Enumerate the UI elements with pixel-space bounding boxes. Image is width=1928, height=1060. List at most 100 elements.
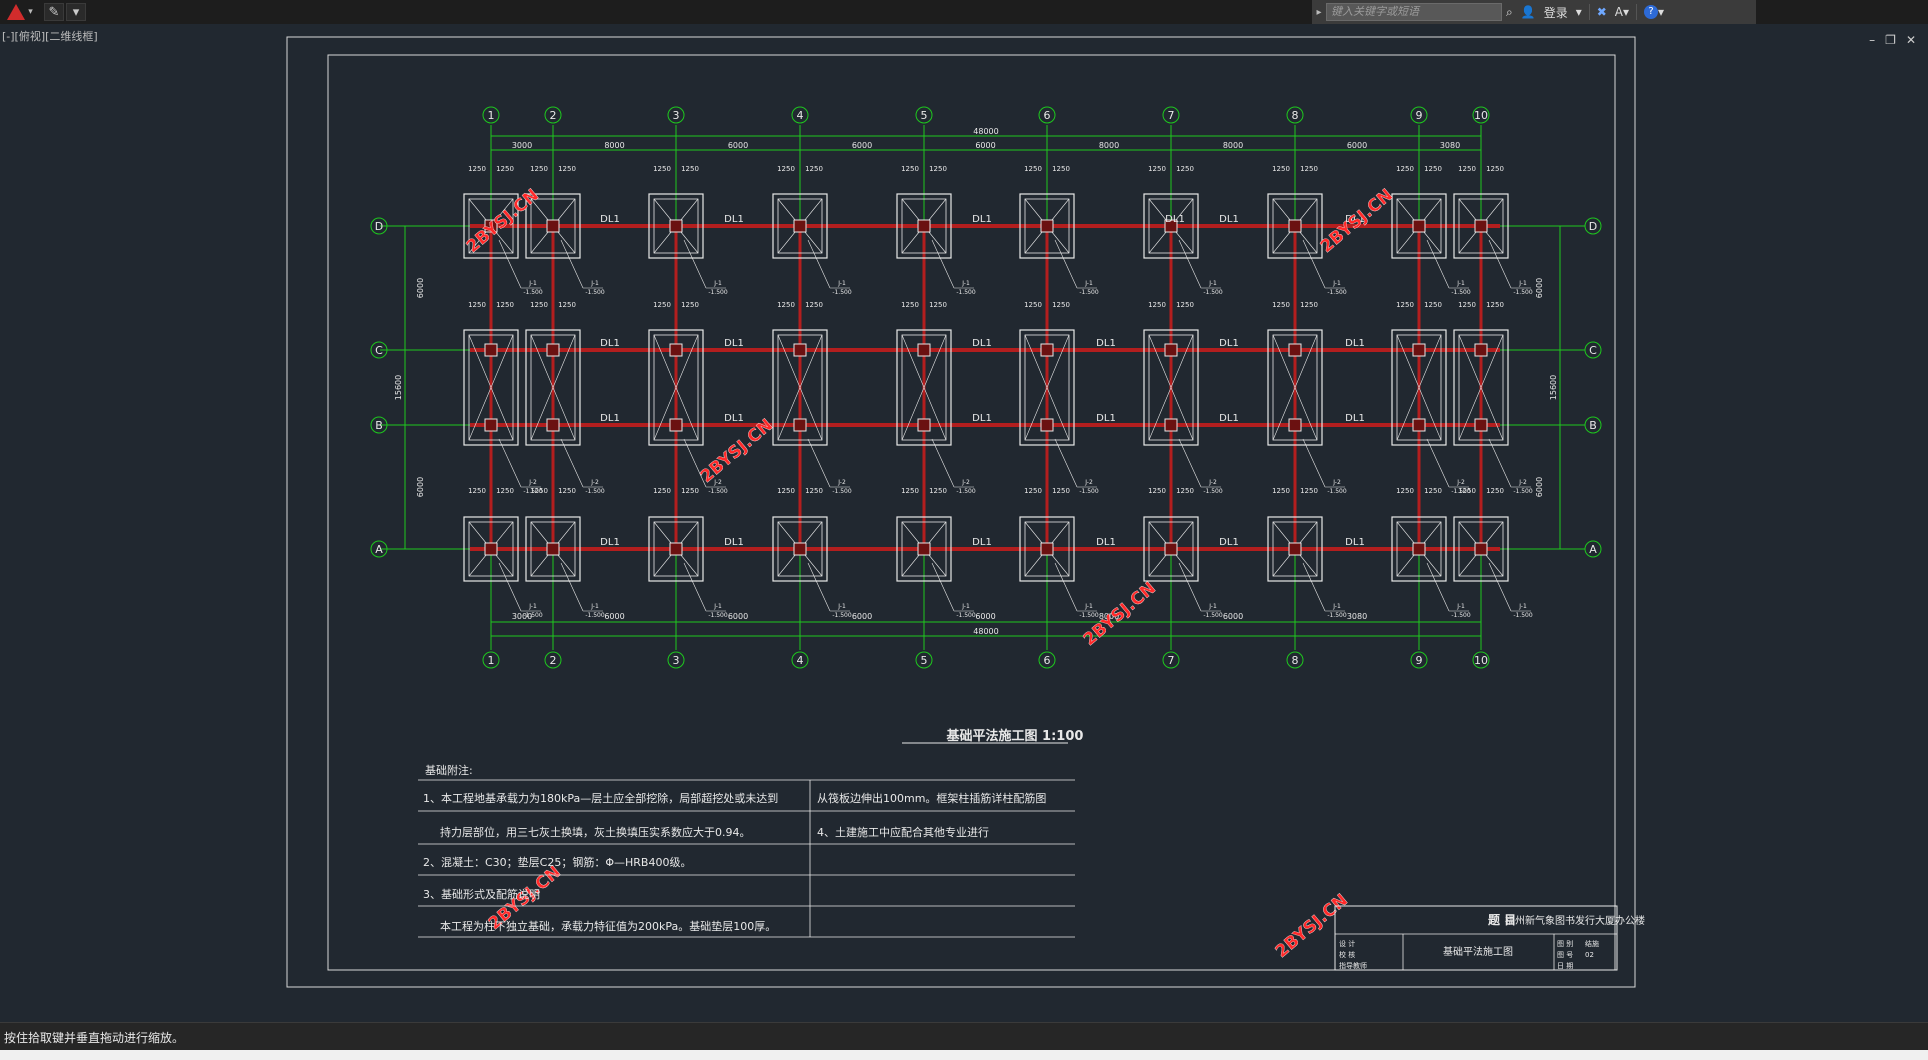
a360-icon[interactable]: A▾ — [1614, 5, 1630, 19]
footing-outline — [896, 516, 952, 582]
axis-label-bottom: 4 — [797, 654, 804, 667]
footing-dim: 1250 — [1024, 487, 1042, 495]
dim-side: 6000 — [1535, 477, 1544, 497]
footing-dim: 1250 — [1148, 487, 1166, 495]
dim-span-bottom: 8000 — [1099, 612, 1119, 621]
footing-elev: -1.500 — [1513, 289, 1533, 296]
axis-label-bottom: 7 — [1168, 654, 1175, 667]
footing-dim: 1250 — [1300, 487, 1318, 495]
footing-combined — [1453, 329, 1509, 446]
exchange-icon[interactable]: ✖ — [1596, 5, 1607, 19]
watermark: 2BYSJ.CN — [1317, 185, 1397, 257]
column — [1288, 418, 1302, 432]
footing-inner — [1024, 521, 1070, 577]
footing-dim: 1250 — [530, 301, 548, 309]
beam-label: DL1 — [724, 413, 744, 424]
footing-dim: 1250 — [1148, 165, 1166, 173]
dim-span-bottom: 3080 — [1347, 612, 1367, 621]
footing-tag: J-1 — [1456, 280, 1465, 287]
application-menu-button[interactable]: ▾ — [0, 0, 40, 24]
footing-outline — [463, 516, 519, 582]
footing-dim: 1250 — [530, 165, 548, 173]
beam-label: DL1 — [1219, 537, 1239, 548]
tag-leader — [683, 562, 707, 612]
separator — [1636, 4, 1638, 20]
column — [484, 418, 498, 432]
axis-label-top: 10 — [1474, 109, 1488, 122]
help-button[interactable]: ?▾ — [1640, 2, 1668, 22]
footing-combined-inner — [1396, 334, 1442, 441]
footing-inner — [653, 521, 699, 577]
beam-label: DL1 — [600, 537, 620, 548]
axis-label-top: 3 — [673, 109, 680, 122]
footing-tag: J-1 — [837, 603, 846, 610]
column — [546, 219, 560, 233]
beam-label: DL1 — [972, 413, 992, 424]
footing-tag: J-1 — [590, 603, 599, 610]
login-button[interactable]: 登录 — [1543, 5, 1568, 20]
restore-icon[interactable]: ❐ — [1885, 33, 1896, 47]
title-block-project-name: 福州新气象图书发行大厦办公楼 — [1505, 914, 1645, 927]
dim-span-top: 8000 — [604, 141, 624, 150]
footing-tag: J-1 — [1084, 603, 1093, 610]
note-right-line: 从筏板边伸出100mm。框架柱插筋详柱配筋图 — [817, 791, 1046, 805]
minimize-icon[interactable]: – — [1869, 33, 1876, 47]
footing-elev: -1.500 — [1203, 289, 1223, 296]
workspace-icon[interactable]: ✎ — [44, 3, 64, 21]
column — [1040, 343, 1054, 357]
footing-dim: 1250 — [1024, 301, 1042, 309]
column — [1474, 219, 1488, 233]
column — [1164, 219, 1178, 233]
expand-arrow-icon[interactable]: ▸ — [1316, 6, 1322, 18]
beam-label: DL1 — [1219, 338, 1239, 349]
footing-dim: 1250 — [1458, 301, 1476, 309]
footing-dim: 1250 — [1052, 165, 1070, 173]
column — [793, 542, 807, 556]
tag-leader — [560, 562, 584, 612]
axis-bubble-top — [1472, 106, 1490, 124]
column — [1164, 418, 1178, 432]
footing-dim: 1250 — [901, 301, 919, 309]
column — [917, 219, 931, 233]
beam-label: DL1 — [600, 413, 620, 424]
footing-dim: 1250 — [468, 487, 486, 495]
footing-combined — [896, 329, 952, 446]
footing-dim: 1250 — [558, 487, 576, 495]
tag-leader — [1178, 239, 1202, 289]
axis-bubble-top — [1038, 106, 1056, 124]
beam-label: DL1 — [600, 338, 620, 349]
footing-dim: 1250 — [1486, 301, 1504, 309]
footing-dim: 1250 — [1396, 301, 1414, 309]
column — [793, 343, 807, 357]
beam-label: DL1 — [972, 537, 992, 548]
tag-leader — [807, 239, 831, 289]
axis-label-top: 5 — [921, 109, 928, 122]
footing-combined — [463, 329, 519, 446]
viewport-controls-label[interactable]: [-][俯视][二维线框] — [2, 30, 98, 43]
axis-bubble-top — [1286, 106, 1304, 124]
tag-leader — [1488, 562, 1512, 612]
tag-leader — [1426, 562, 1450, 612]
tag-leader — [1054, 562, 1078, 612]
footing-diag — [777, 334, 823, 441]
column — [1288, 343, 1302, 357]
axis-bubble-bottom — [544, 651, 562, 669]
footing-diag — [1458, 334, 1504, 441]
footing-tag: J-2 — [1518, 479, 1527, 486]
binoculars-icon[interactable]: ⌕ — [1506, 4, 1513, 19]
axis-bubble-bottom — [482, 651, 500, 669]
footing-combined-inner — [777, 334, 823, 441]
dropdown-arrow-icon[interactable]: ▾ — [66, 3, 86, 21]
tag-leader — [1054, 438, 1078, 488]
footing-dim: 1250 — [1396, 165, 1414, 173]
footing-dim: 1250 — [901, 165, 919, 173]
axis-label-right: D — [1589, 220, 1597, 233]
footing-dim: 1250 — [777, 165, 795, 173]
search-input[interactable]: 键入关键字或短语 — [1326, 3, 1502, 21]
beam-label: DL1 — [724, 537, 744, 548]
axis-label-bottom: 1 — [488, 654, 495, 667]
login-dropdown-icon[interactable]: ▾ — [1575, 5, 1582, 19]
user-icon[interactable]: 👤 — [1520, 5, 1536, 19]
close-icon[interactable]: ✕ — [1905, 33, 1916, 47]
